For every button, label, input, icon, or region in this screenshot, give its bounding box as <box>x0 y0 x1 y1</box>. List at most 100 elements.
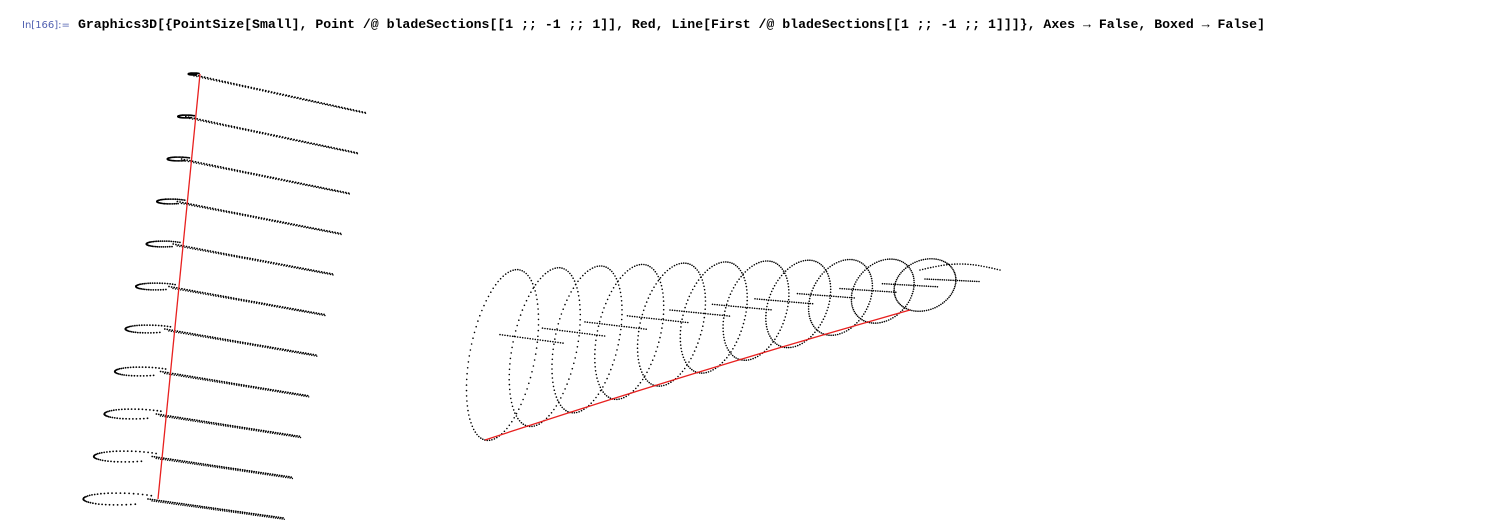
section-point <box>174 198 177 201</box>
section-point <box>570 274 573 277</box>
section-point <box>316 143 318 146</box>
section-point <box>183 159 186 162</box>
section-point <box>233 125 236 128</box>
section-point <box>522 423 525 425</box>
section-point <box>116 460 119 463</box>
section-point <box>693 350 696 352</box>
section-point <box>260 387 262 389</box>
section-point <box>576 331 579 334</box>
section-point <box>579 324 581 326</box>
section-point <box>567 270 569 273</box>
section-point <box>649 293 651 296</box>
section-point <box>551 353 554 356</box>
section-point <box>187 462 189 464</box>
section-point <box>883 283 886 285</box>
section-point <box>682 262 685 264</box>
section-point <box>115 409 118 411</box>
section-point <box>249 215 252 217</box>
section-point <box>812 325 815 328</box>
section-point <box>723 359 726 361</box>
section-point <box>214 466 216 468</box>
section-point <box>967 280 969 282</box>
section-point <box>601 334 603 337</box>
section-point <box>630 326 633 329</box>
section-point <box>219 423 222 425</box>
section-point <box>196 333 199 336</box>
section-point <box>179 330 181 333</box>
section-point <box>153 245 155 248</box>
section-point <box>230 254 233 256</box>
section-point <box>652 384 654 386</box>
section-point <box>267 90 270 93</box>
section-point <box>599 386 602 389</box>
graphics3d-output-front[interactable] <box>82 62 390 522</box>
section-point <box>261 514 264 516</box>
section-point <box>723 339 726 342</box>
section-point <box>514 412 516 414</box>
section-point <box>156 282 159 284</box>
section-point <box>946 298 949 300</box>
section-point <box>264 472 267 475</box>
section-point <box>893 286 896 288</box>
section-point <box>935 278 937 281</box>
section-point <box>158 499 161 502</box>
section-point <box>515 415 518 417</box>
section-point <box>210 79 212 81</box>
input-cell[interactable]: In[166]:= Graphics3D[{PointSize[Small], … <box>22 17 1265 37</box>
section-point <box>890 318 892 320</box>
section-point <box>189 159 191 162</box>
section-point <box>139 417 141 420</box>
section-point <box>765 323 767 325</box>
section-point <box>821 265 824 267</box>
section-point <box>645 378 647 380</box>
section-point <box>626 270 629 272</box>
section-point <box>641 316 643 319</box>
section-point <box>744 271 747 273</box>
section-point <box>687 299 689 301</box>
section-point <box>317 228 320 231</box>
section-point <box>265 260 267 263</box>
section-point <box>204 249 206 251</box>
section-point <box>514 268 517 271</box>
section-point <box>208 508 210 510</box>
section-point <box>181 460 184 462</box>
section-point <box>239 342 241 344</box>
section-point <box>252 512 255 515</box>
section-point <box>151 366 154 369</box>
section-point <box>135 366 138 368</box>
input-code[interactable]: Graphics3D[{PointSize[Small], Point /@ b… <box>77 17 1266 32</box>
section-point <box>232 467 235 470</box>
section-point <box>249 257 252 260</box>
section-point <box>333 189 336 192</box>
section-point <box>188 157 191 159</box>
section-point <box>735 357 737 359</box>
section-point <box>508 424 511 427</box>
section-point <box>508 373 511 376</box>
section-point <box>485 300 487 302</box>
section-point <box>865 266 867 268</box>
section-point <box>283 518 285 520</box>
section-point <box>220 209 222 211</box>
section-point <box>932 278 935 281</box>
section-point <box>194 463 196 465</box>
section-point <box>245 384 248 387</box>
section-point <box>688 361 690 363</box>
section-point <box>562 392 564 395</box>
section-point <box>856 315 859 317</box>
section-point <box>506 334 509 337</box>
section-point <box>580 409 583 412</box>
section-point <box>206 463 209 466</box>
graphics3d-output-oblique[interactable] <box>455 225 1015 455</box>
section-point <box>770 337 772 339</box>
section-point <box>324 188 326 190</box>
section-point <box>312 269 315 272</box>
section-point <box>642 373 644 376</box>
section-point <box>293 434 296 437</box>
section-point <box>679 344 682 346</box>
section-point <box>869 298 872 300</box>
section-point <box>926 278 928 280</box>
section-point <box>189 332 191 335</box>
section-point <box>677 320 679 323</box>
section-point <box>247 85 250 88</box>
section-point <box>296 394 298 396</box>
